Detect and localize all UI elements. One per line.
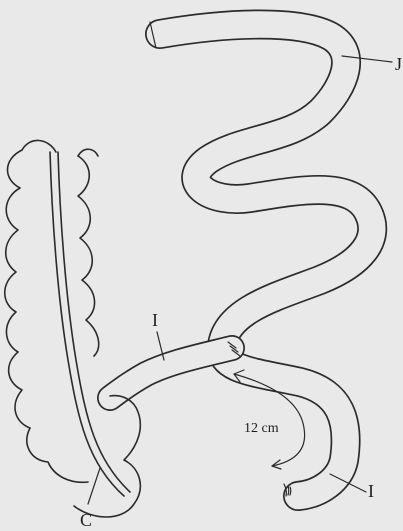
label-small-bowel-top: J — [395, 54, 402, 74]
colon-taenia-inner — [50, 152, 124, 496]
ileal-limb — [110, 348, 232, 398]
colon-caecum — [74, 396, 140, 517]
colon-outer-wall — [5, 150, 88, 482]
colon — [5, 140, 141, 517]
label-colon: C — [80, 510, 92, 530]
colon-top-ends — [22, 140, 98, 156]
colon-medial-wall — [78, 156, 99, 356]
ileal-limb-lumen — [110, 348, 232, 398]
label-ileum-left: I — [152, 310, 158, 330]
label-ileum-bottom: I — [368, 481, 374, 501]
leader-c — [88, 468, 100, 504]
colon-taenia-outer — [58, 152, 130, 492]
label-measurement: 12 cm — [244, 421, 279, 436]
